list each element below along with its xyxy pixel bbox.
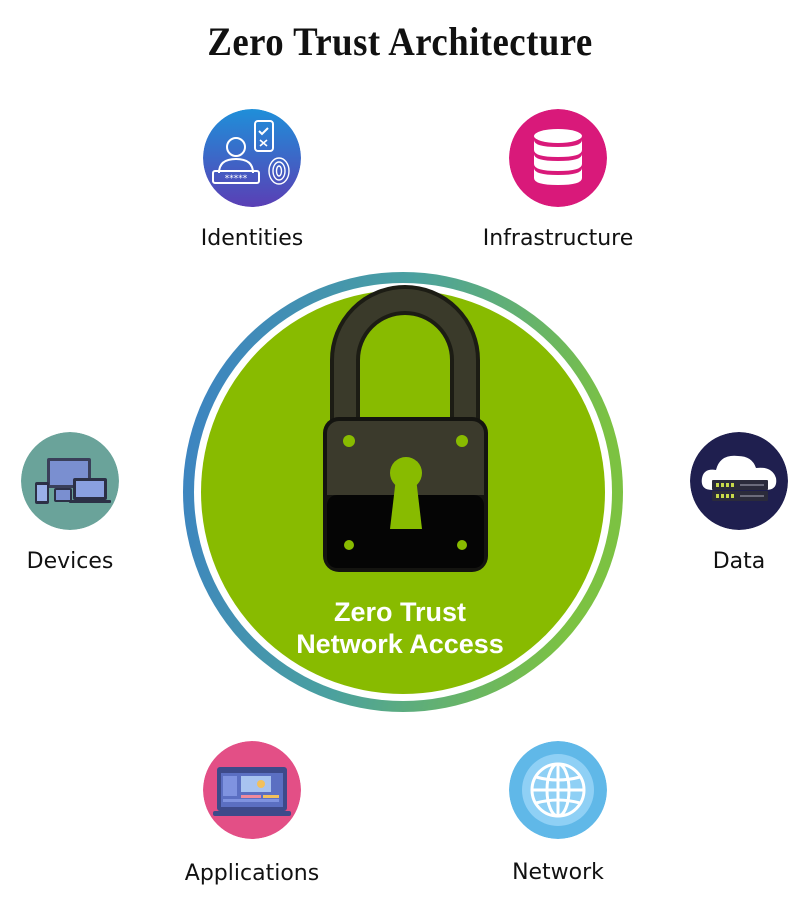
database-stack-icon xyxy=(509,109,607,207)
center-title-line-1: Zero Trust xyxy=(333,597,467,627)
globe-icon xyxy=(509,741,607,839)
node-label: Identities xyxy=(200,226,304,251)
page-title: Zero Trust Architecture xyxy=(207,19,593,64)
devices-icon xyxy=(21,432,119,530)
svg-text:*****: ***** xyxy=(225,174,248,184)
center-title-line-2: Network Access xyxy=(296,629,504,659)
cloud-server-icon xyxy=(690,432,788,530)
node-label: Data xyxy=(712,549,766,574)
application-window-icon xyxy=(203,741,301,839)
padlock-icon xyxy=(323,285,488,572)
node-label: Infrastructure xyxy=(482,226,634,251)
node-label: Devices xyxy=(26,549,114,574)
identity-verification-icon: ***** xyxy=(203,109,301,207)
node-label: Network xyxy=(512,860,604,885)
node-label: Applications xyxy=(184,861,320,886)
